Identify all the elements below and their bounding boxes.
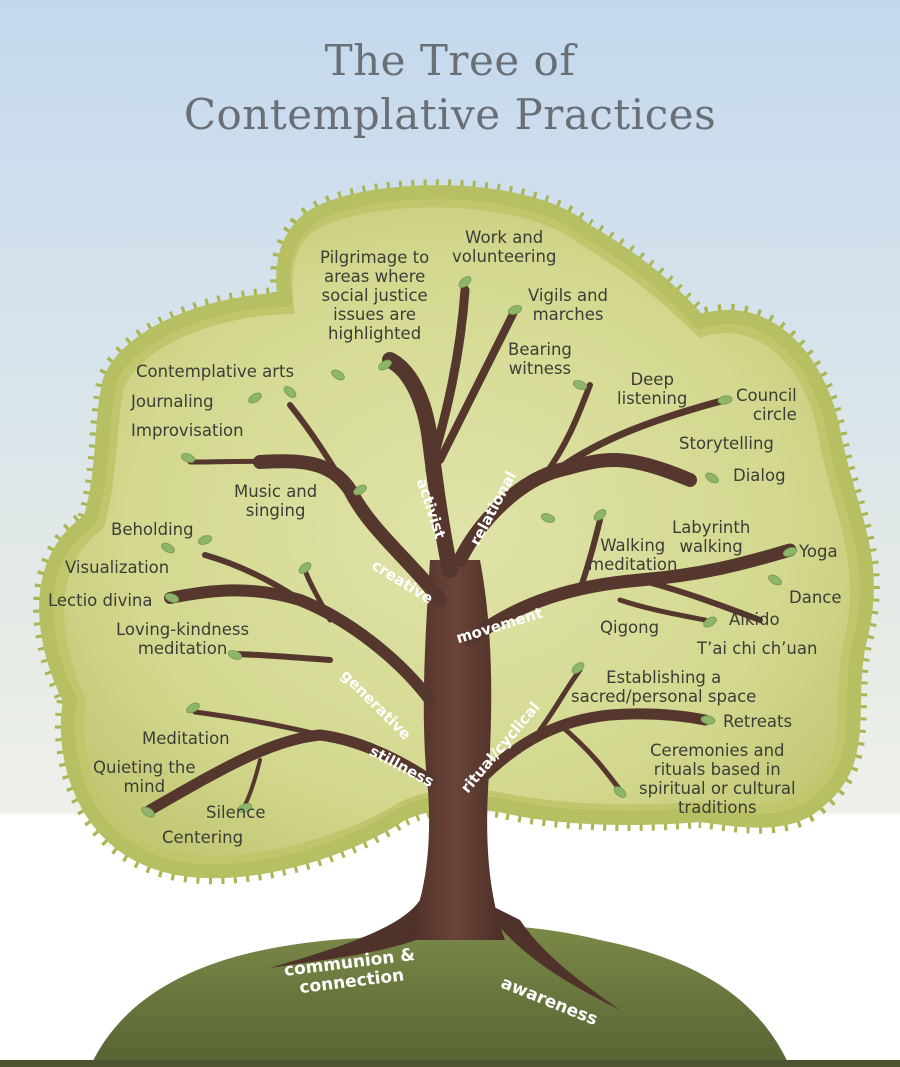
practice-beholding: Beholding xyxy=(111,520,194,539)
practice-yoga: Yoga xyxy=(799,542,838,561)
practice-dance: Dance xyxy=(789,588,842,607)
practice-ceremonies: Ceremonies and rituals based in spiritua… xyxy=(639,741,796,817)
practice-loving-kindness: Loving-kindness meditation xyxy=(116,620,250,658)
practice-visualization: Visualization xyxy=(65,558,170,577)
practice-bearing-witness: Bearing witness xyxy=(508,340,572,378)
practice-labyrinth-walking: Labyrinth walking xyxy=(672,518,751,556)
practice-pilgrimage: Pilgrimage to areas where social justice… xyxy=(320,248,430,343)
practice-aikido: Aikido xyxy=(729,610,780,629)
practice-storytelling: Storytelling xyxy=(679,434,774,453)
practice-qigong: Qigong xyxy=(600,618,660,637)
practice-music-singing: Music and singing xyxy=(234,482,318,520)
practice-council-circle: Council circle xyxy=(736,386,797,424)
practice-work-volunteering: Work and volunteering xyxy=(452,228,557,266)
practice-dialog: Dialog xyxy=(733,466,786,485)
practice-establishing-space: Establishing a sacred/personal space xyxy=(571,668,757,706)
hill xyxy=(90,924,790,1067)
practice-contemplative-arts: Contemplative arts xyxy=(136,362,295,381)
practice-walking-meditation: Walking meditation xyxy=(588,536,678,574)
practice-journaling: Journaling xyxy=(131,392,214,411)
practice-silence: Silence xyxy=(206,803,266,822)
practice-centering: Centering xyxy=(162,828,244,847)
page-title-line-1: The Tree of xyxy=(324,36,576,85)
practice-vigils-marches: Vigils and marches xyxy=(528,286,609,324)
practice-quieting-mind: Quieting the mind xyxy=(93,758,196,796)
practice-meditation: Meditation xyxy=(142,729,230,748)
practice-taichi: T’ai chi ch’uan xyxy=(697,639,818,658)
practice-deep-listening: Deep listening xyxy=(617,370,688,408)
canopy xyxy=(33,179,880,885)
practice-lectio-divina: Lectio divina xyxy=(48,591,153,610)
practice-improvisation: Improvisation xyxy=(131,421,244,440)
trunk xyxy=(405,560,505,940)
page-title-line-2: Contemplative Practices xyxy=(183,90,717,139)
practice-retreats: Retreats xyxy=(723,712,793,731)
